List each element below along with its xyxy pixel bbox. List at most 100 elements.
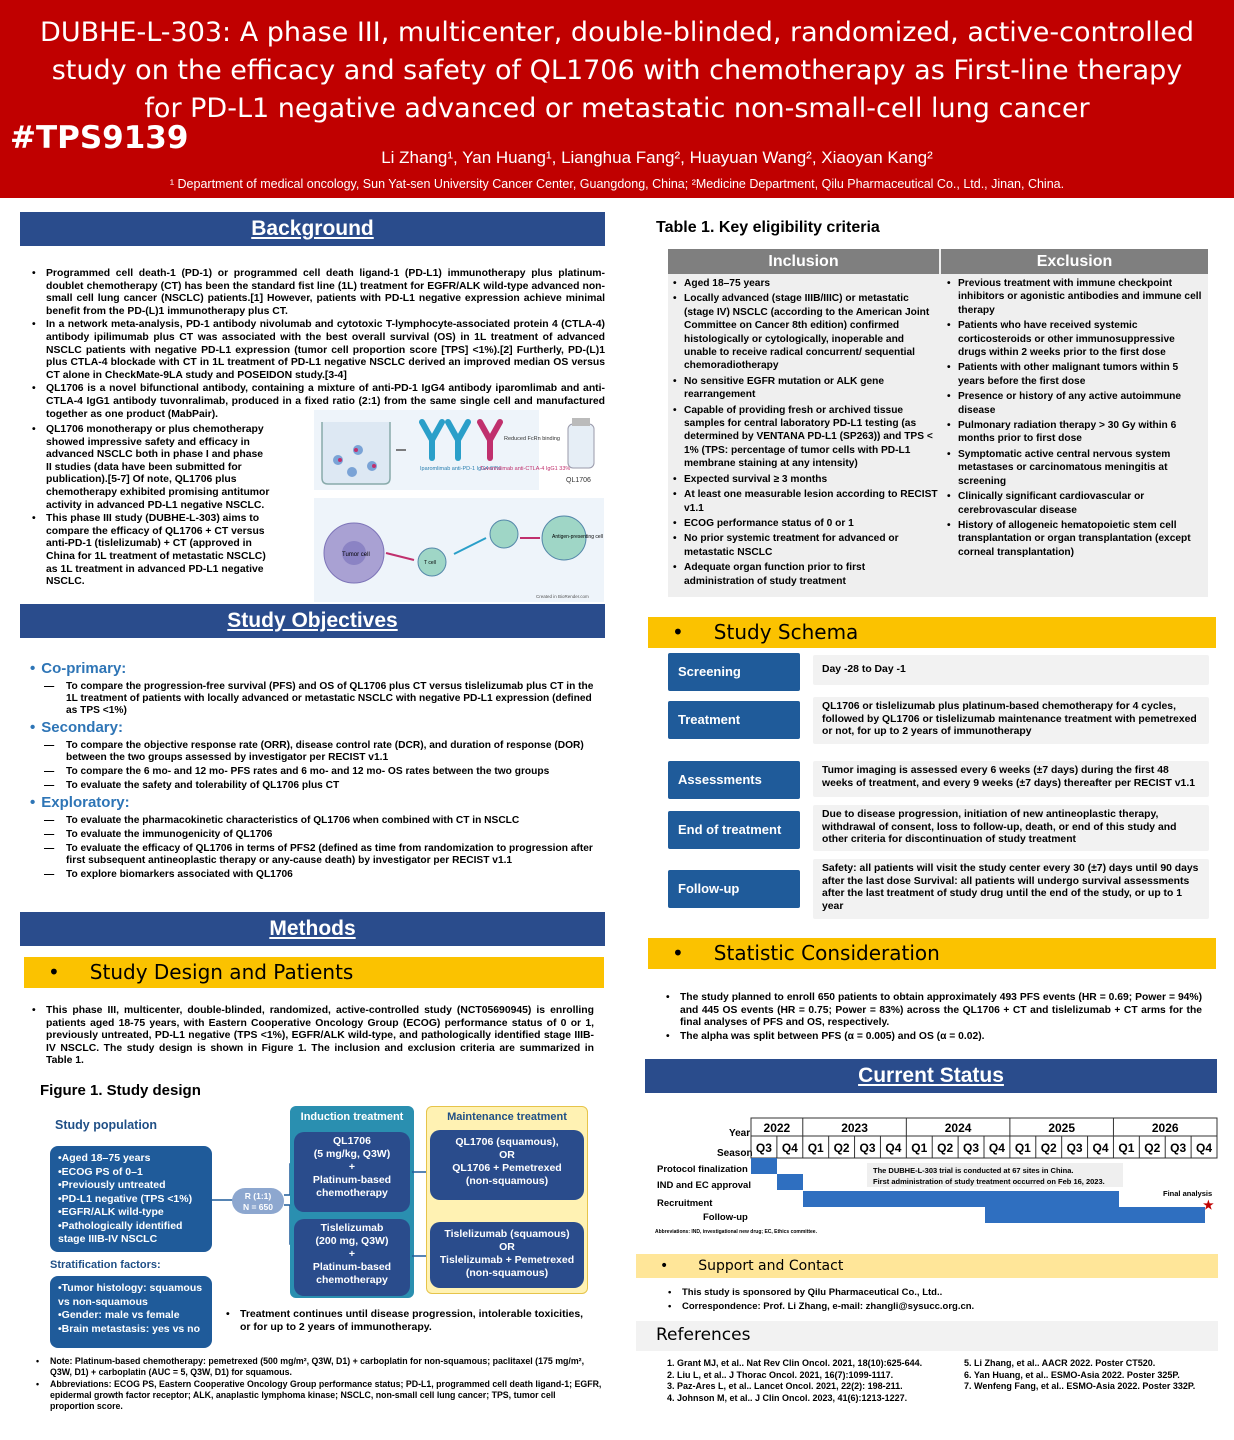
schema-screening: Screening [668, 653, 800, 691]
references-right: 5. Li Zhang, et al.. AACR 2022. Poster C… [964, 1358, 1196, 1391]
induction-title: Induction treatment [300, 1111, 404, 1123]
statistics-text: The study planned to enroll 650 patients… [662, 992, 1202, 1044]
year-cell: 2024 [945, 1121, 972, 1135]
final-analysis-label: Final analysis [1163, 1189, 1212, 1198]
status-abbr: Abbreviations: IND, investigational new … [655, 1229, 818, 1235]
study-population-title: Study population [55, 1118, 158, 1132]
season-cell: Q2 [937, 1141, 953, 1155]
year-label: Year [729, 1128, 750, 1139]
year-cell: 2025 [1048, 1121, 1075, 1135]
season-cell: Q1 [911, 1141, 927, 1155]
season-cell: Q4 [989, 1141, 1005, 1155]
schema-treatment-text: QL1706 or tislelizumab plus platinum-bas… [813, 697, 1209, 744]
objective-item: To evaluate the safety and tolerability … [30, 780, 600, 792]
year-cell: 2026 [1152, 1121, 1179, 1135]
population-box: •Aged 18–75 years•ECOG PS of 0–1•Previou… [50, 1146, 212, 1252]
season-cell: Q1 [808, 1141, 824, 1155]
affiliations: ¹ Department of medical oncology, Sun Ya… [169, 177, 1065, 191]
background-bullet: Programmed cell death-1 (PD-1) or progra… [28, 268, 605, 318]
exclusion-list: Previous treatment with immune checkpoin… [947, 277, 1204, 561]
inclusion-list: Aged 18–75 yearsLocally advanced (stage … [673, 277, 938, 590]
fcrn-label: Reduced FcRn binding [504, 436, 560, 442]
season-cell: Q4 [782, 1141, 798, 1155]
season-cell: Q3 [1067, 1141, 1083, 1155]
continuation-note: Treatment continues until disease progre… [222, 1308, 592, 1334]
exclusion-header: Exclusion [941, 249, 1208, 274]
season-cell: Q3 [756, 1141, 772, 1155]
season-cell: Q2 [834, 1141, 850, 1155]
stratification-box: •Tumor histology: squamous vs non-squamo… [50, 1276, 212, 1348]
background-text: Programmed cell death-1 (PD-1) or progra… [28, 268, 605, 422]
antibody-figure: Iparomlimab anti-PD-1 IgG4 67% Tuvonrali… [314, 410, 595, 490]
season-label: Season [717, 1148, 753, 1159]
season-cell: Q4 [885, 1141, 901, 1155]
schema-end-of-treatment: End of treatment [668, 811, 800, 849]
final-analysis-star-icon: ★ [1203, 1198, 1214, 1212]
table1-title: Table 1. Key eligibility criteria [656, 219, 880, 236]
status-note1: The DUBHE-L-303 trial is conducted at 67… [873, 1166, 1073, 1175]
maintenance-title: Maintenance treatment [447, 1111, 567, 1123]
season-cell: Q3 [859, 1141, 875, 1155]
objective-item: To evaluate the efficacy of QL1706 in te… [30, 843, 600, 867]
author-list: Li Zhang¹, Yan Huang¹, Lianghua Fang², H… [381, 148, 933, 167]
objective-item: To evaluate the pharmacokinetic characte… [30, 815, 600, 827]
objective-item: To evaluate the immunogenicity of QL1706 [30, 829, 600, 841]
row-protocol: Protocol finalization [657, 1164, 748, 1175]
season-cell: Q2 [1041, 1141, 1057, 1155]
statistics-heading: •Statistic Consideration [648, 938, 1216, 969]
schema-follow-up: Follow-up [668, 870, 800, 908]
background-bullet: QL1706 is a novel bifunctional antibody,… [28, 383, 605, 421]
season-cell: Q3 [963, 1141, 979, 1155]
induction-arrows [412, 1171, 426, 1257]
background-bullet: In a network meta-analysis, PD-1 antibod… [28, 319, 605, 382]
schema-assessments-text: Tumor imaging is assessed every 6 weeks … [813, 761, 1209, 797]
schema-heading: •Study Schema [648, 617, 1216, 648]
abstract-number: #TPS9139 [10, 120, 189, 156]
methods-notes: Note: Platinum-based chemotherapy: pemet… [32, 1356, 602, 1413]
row-follow-up: Follow-up [703, 1212, 748, 1223]
season-cell: Q1 [1015, 1141, 1031, 1155]
objective-item: To compare the progression-free survival… [30, 681, 600, 717]
objectives-heading: Study Objectives [20, 604, 605, 638]
background-heading: Background [20, 212, 605, 246]
objective-item: To compare the 6 mo- and 12 mo- PFS rate… [30, 766, 600, 778]
status-note2: First administration of study treatment … [873, 1177, 1105, 1186]
secondary-title: Secondary: [41, 719, 123, 736]
references-heading: References [636, 1321, 1218, 1351]
bar-ind [777, 1174, 803, 1190]
schema-end-text: Due to disease progression, initiation o… [813, 805, 1209, 851]
schema-treatment: Treatment [668, 701, 800, 739]
objective-item: To compare the objective response rate (… [30, 740, 600, 764]
exploratory-title: Exploratory: [41, 794, 130, 811]
tuv-label: Tuvonralimab anti-CTLA-4 IgG1 33% [480, 466, 570, 472]
year-cell: 2022 [764, 1121, 791, 1135]
status-heading: Current Status [645, 1059, 1217, 1093]
references-left: 1. Grant MJ, et al.. Nat Rev Clin Oncol.… [667, 1358, 923, 1403]
design-heading: •Study Design and Patients [24, 957, 604, 988]
figure1-title: Figure 1. Study design [40, 1082, 201, 1099]
eligibility-table: Inclusion Exclusion Aged 18–75 yearsLoca… [668, 249, 1208, 597]
design-text: This phase III, multicenter, double-blin… [28, 1005, 594, 1069]
season-cell: Q1 [1118, 1141, 1134, 1155]
methods-heading: Methods [20, 912, 605, 946]
support-heading: •Support and Contact [636, 1254, 1218, 1278]
season-cell: Q3 [1170, 1141, 1186, 1155]
ipa-label: Iparomlimab anti-PD-1 IgG4 67% [420, 466, 501, 472]
bar-recruitment [803, 1191, 1119, 1207]
tcell-label: T cell [424, 560, 436, 566]
schema-assessments: Assessments [668, 761, 800, 799]
background-bullet: This phase III study (DUBHE-L-303) aims … [28, 513, 270, 589]
poster-header: DUBHE-L-303: A phase III, multicenter, d… [0, 0, 1234, 198]
objective-item: To explore biomarkers associated with QL… [30, 869, 600, 881]
randomization-label: R (1:1)N = 650 [242, 1191, 273, 1212]
arm2-induction: Tislelizumab(200 mg, Q3W)+Platinum-based… [294, 1219, 410, 1296]
objectives-list: •Co-primary: To compare the progression-… [30, 658, 600, 883]
inclusion-header: Inclusion [668, 249, 939, 274]
season-cell: Q2 [1144, 1141, 1160, 1155]
bar-protocol [751, 1158, 777, 1174]
biorender-credit: Created in BioRender.com [536, 594, 589, 599]
apc-label: Antigen-presenting cell [552, 534, 603, 540]
